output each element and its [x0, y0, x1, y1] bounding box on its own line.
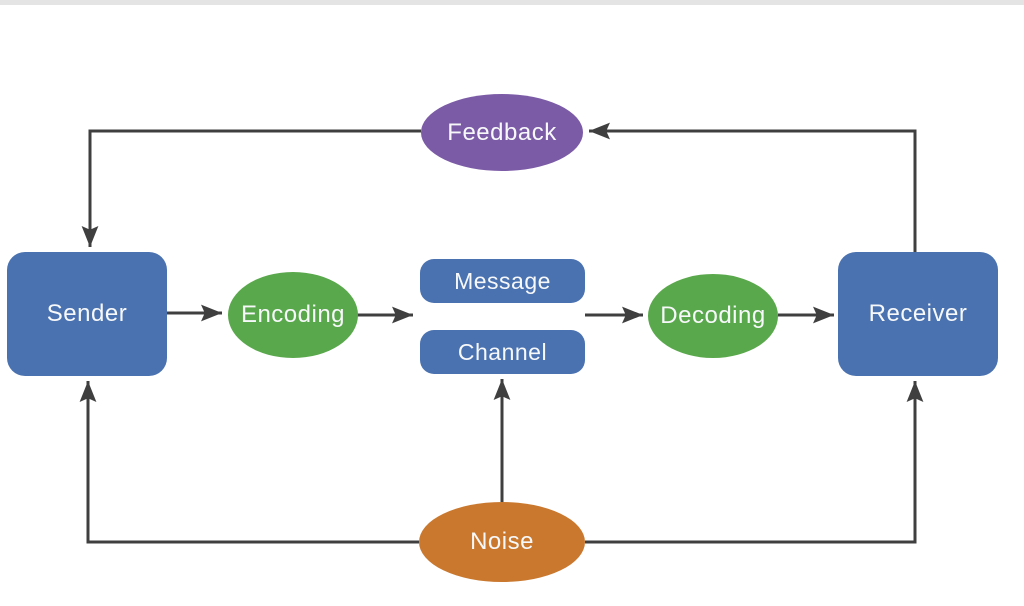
top-border-strip [0, 0, 1024, 5]
noise-label: Noise [470, 528, 534, 555]
channel-label: Channel [457, 338, 548, 365]
encoding-label: Encoding [240, 301, 346, 328]
channel-node: Channel [420, 330, 585, 374]
message-node: Message [420, 259, 585, 303]
receiver-node: Receiver [838, 252, 998, 376]
message-label: Message [454, 267, 551, 294]
feedback-label: Feedback [447, 118, 557, 146]
receiver-label: Receiver [868, 300, 968, 327]
edge-noise-to-sender-arrow [79, 381, 419, 544]
decoding-label: Decoding [660, 302, 766, 329]
encoding-node: Encoding [228, 272, 358, 358]
edge-feedback-to-sender-arrow [81, 129, 421, 247]
edge-noise-to-receiver-arrow [585, 381, 924, 544]
sender-node: Sender [7, 252, 167, 376]
decoding-node: Decoding [648, 274, 778, 358]
noise-node: Noise [419, 502, 585, 582]
feedback-node: Feedback [421, 94, 583, 171]
edge-receiver-to-feedback-arrow [589, 122, 917, 252]
sender-label: Sender [46, 300, 128, 327]
